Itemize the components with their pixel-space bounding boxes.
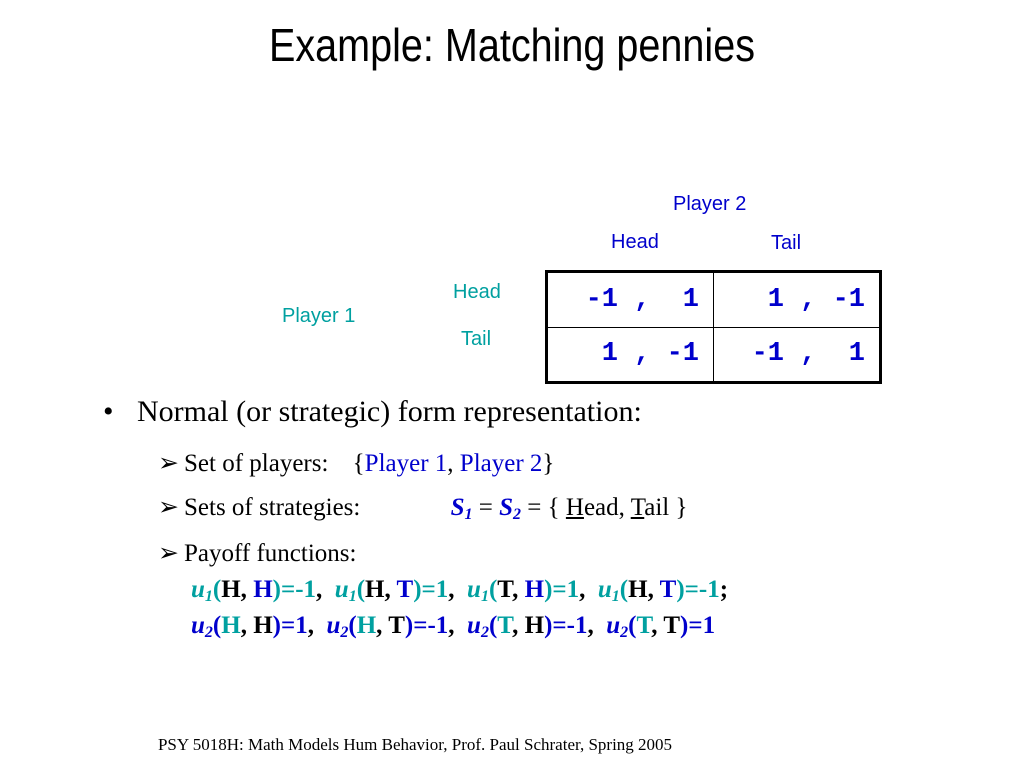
slide-title: Example: Matching pennies [268,19,755,71]
row-label-head: Head [453,281,501,303]
heads-text: ead, [583,494,625,521]
player1-item: Player 1 [364,450,448,477]
player2-item: Player 2 [459,450,543,477]
tails-text: ail [644,494,670,521]
strategies-label: Sets of strategies: [184,494,361,521]
footer: PSY 5018H: Math Models Hum Behavior, Pro… [157,735,673,754]
payoff-functions-label: ➢Payoff functions: [158,540,357,567]
strategies-line: ➢Sets of strategies: S1 = S2 = { Head, T… [158,494,688,523]
players-line: ➢Set of players: {Player 1, Player 2} [158,450,555,477]
payoff-cell-head-head: -1 , 1 [546,271,714,328]
player2-label: Player 2 [673,193,747,215]
arrow-bullet-icon: ➢ [158,540,179,567]
col-label-tail: Tail [771,232,802,254]
payoff-cell-tail-tail: -1 , 1 [751,339,865,370]
arrow-bullet-icon: ➢ [158,450,179,477]
main-bullet: • Normal (or strategic) form representati… [103,395,642,429]
row-label-tail: Tail [461,328,492,350]
bullet-text: Normal (or strategic) form representatio… [137,395,642,428]
col-label-head: Head [611,231,659,253]
players-label: Set of players: [184,450,329,477]
s2-symbol: S2 [499,494,522,523]
player1-label: Player 1 [282,305,356,327]
arrow-bullet-icon: ➢ [158,494,179,521]
s1-symbol: S1 [450,494,473,523]
payoff-cell-head-tail: 1 , -1 [713,271,881,328]
payoff-cell-tail-head: 1 , -1 [546,327,714,383]
payoff-line-player2: u2(H, H)=1, u2(H, T)=-1, u2(T, H)=-1, u2… [191,612,716,641]
bullet-dot-icon: • [103,395,114,428]
payoff-line-player1: u1(H, H)=-1, u1(H, T)=1, u1(T, H)=1, u1(… [191,576,729,605]
payoff-matrix: -1 , 1 1 , -1 1 , -1 -1 , 1 [545,270,882,384]
